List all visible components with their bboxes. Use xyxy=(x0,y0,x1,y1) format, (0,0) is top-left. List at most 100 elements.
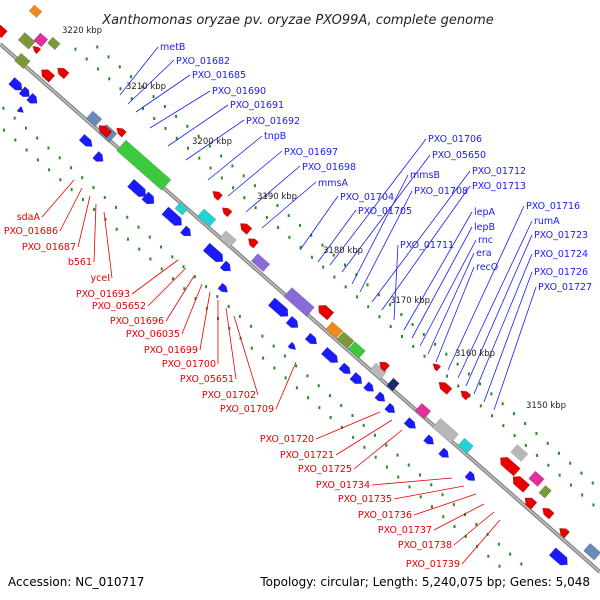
gene-label[interactable]: PXO_01726 xyxy=(534,267,588,278)
gene-label[interactable]: PXO_01721 xyxy=(280,450,334,461)
tick-mark xyxy=(487,554,490,558)
tick-mark xyxy=(580,471,583,475)
gene-label[interactable]: PXO_01713 xyxy=(472,181,526,192)
tick-mark xyxy=(453,525,456,529)
gene-label[interactable]: rnc xyxy=(478,235,493,246)
tick-mark xyxy=(547,463,550,467)
tick-mark xyxy=(581,493,584,497)
gene-label[interactable]: PXO_01711 xyxy=(400,240,454,251)
gene-label[interactable]: PXO_05651 xyxy=(180,374,234,385)
tick-mark xyxy=(407,463,410,467)
tick-mark xyxy=(81,198,84,202)
gene-label[interactable]: PXO_01702 xyxy=(202,390,256,401)
gene-label[interactable]: era xyxy=(476,248,492,259)
gene-label[interactable]: metB xyxy=(160,42,185,53)
gene-label[interactable]: lepB xyxy=(474,222,495,233)
gene-label[interactable]: PXO_01736 xyxy=(358,510,412,521)
gene-label[interactable]: rumA xyxy=(534,216,560,227)
gene-feature xyxy=(141,191,155,205)
gene-arrow xyxy=(464,470,476,481)
gene-feature xyxy=(161,206,182,226)
gene-label[interactable]: PXO_01735 xyxy=(338,494,392,505)
gene-box xyxy=(432,417,459,444)
tick-mark xyxy=(96,67,99,71)
gene-label[interactable]: PXO_01734 xyxy=(316,480,370,491)
gene-label[interactable]: PXO_06035 xyxy=(126,329,180,340)
gene-label[interactable]: PXO_01725 xyxy=(298,464,352,475)
gene-arrow xyxy=(141,191,155,205)
tick-mark xyxy=(118,65,121,69)
gene-label[interactable]: PXO_01685 xyxy=(192,70,246,81)
gene-label[interactable]: b561 xyxy=(68,257,92,268)
gene-arrow xyxy=(512,476,531,493)
callout-line xyxy=(199,291,211,351)
gene-label[interactable]: PXO_01709 xyxy=(220,404,274,415)
gene-label[interactable]: PXO_01739 xyxy=(406,559,460,570)
gene-label[interactable]: recO xyxy=(476,262,498,273)
gene-label[interactable]: PXO_01698 xyxy=(302,162,356,173)
gene-label[interactable]: PXO_01693 xyxy=(76,289,130,300)
tick-mark xyxy=(479,382,482,386)
gene-label[interactable]: PXO_01682 xyxy=(176,56,230,67)
gene-label[interactable]: PXO_01716 xyxy=(526,201,580,212)
gene-label[interactable]: PXO_01738 xyxy=(398,540,452,551)
gene-arrow xyxy=(403,417,416,429)
tick-mark xyxy=(378,315,381,319)
gene-box xyxy=(116,139,172,191)
gene-feature xyxy=(528,470,545,487)
tick-mark xyxy=(299,245,302,249)
gene-label[interactable]: PXO_05652 xyxy=(92,301,146,312)
gene-feature xyxy=(403,417,416,429)
gene-label[interactable]: PXO_01708 xyxy=(414,186,468,197)
scale-label: 3200 kbp xyxy=(192,137,232,147)
gene-label[interactable]: tnpB xyxy=(264,131,286,142)
gene-label[interactable]: PXO_01692 xyxy=(246,116,300,127)
gene-label[interactable]: sdaA xyxy=(17,212,41,223)
gene-label[interactable]: PXO_01705 xyxy=(358,206,412,217)
gene-label[interactable]: PXO_01697 xyxy=(284,147,338,158)
gene-label[interactable]: PXO_01691 xyxy=(230,100,284,111)
callout-line xyxy=(393,485,465,500)
gene-arrow xyxy=(92,151,104,162)
gene-label[interactable]: PXO_01686 xyxy=(4,226,58,237)
gene-label[interactable]: PXO_01727 xyxy=(538,282,592,293)
gene-feature xyxy=(538,484,552,499)
tick-mark xyxy=(355,295,358,299)
gene-feature xyxy=(524,497,538,510)
tick-mark xyxy=(317,384,320,388)
gene-label[interactable]: PXO_01687 xyxy=(22,242,76,253)
gene-arrow xyxy=(438,382,453,395)
tick-mark xyxy=(513,434,516,438)
gene-label[interactable]: mmsB xyxy=(410,170,440,181)
gene-label[interactable]: PXO_01704 xyxy=(340,192,394,203)
tick-mark xyxy=(277,225,280,229)
tick-mark xyxy=(253,184,256,188)
callout-line xyxy=(461,519,501,565)
gene-label[interactable]: PXO_01700 xyxy=(162,359,216,370)
tick-mark xyxy=(81,176,84,180)
gene-label[interactable]: PXO_01724 xyxy=(534,249,588,260)
gene-label[interactable]: PXO_01690 xyxy=(212,86,266,97)
tick-mark xyxy=(288,235,291,239)
gene-label[interactable]: PXO_01696 xyxy=(110,316,164,327)
gene-label[interactable]: PXO_01720 xyxy=(260,434,314,445)
gene-label[interactable]: PXO_01706 xyxy=(428,134,482,145)
tick-mark xyxy=(419,473,422,477)
gene-arrow xyxy=(202,242,224,263)
gene-label[interactable]: lepA xyxy=(474,207,496,218)
tick-mark xyxy=(524,422,527,426)
tick-mark xyxy=(408,485,411,489)
gene-label[interactable]: yceI xyxy=(91,273,111,284)
gene-label[interactable]: PXO_01712 xyxy=(472,166,526,177)
gene-arrow xyxy=(287,341,297,350)
tick-mark xyxy=(250,324,253,328)
gene-label[interactable]: PXO_01737 xyxy=(378,525,432,536)
gene-label[interactable]: PXO_01699 xyxy=(144,345,198,356)
callout-line xyxy=(371,477,453,486)
callout-line xyxy=(275,361,297,410)
gene-feature xyxy=(219,260,231,272)
gene-label[interactable]: PXO_05650 xyxy=(432,150,486,161)
gene-label[interactable]: PXO_01723 xyxy=(534,230,588,241)
tick-mark xyxy=(446,374,449,378)
gene-label[interactable]: mmsA xyxy=(318,178,348,189)
